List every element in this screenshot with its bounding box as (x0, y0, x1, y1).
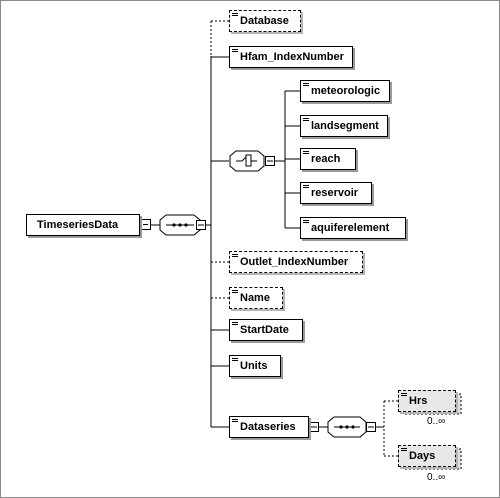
dataseries-sequence-icon[interactable] (327, 416, 367, 438)
document-icon (232, 13, 238, 18)
dataseries-element-label: Dataseries (240, 421, 296, 433)
hfam-index-element-node[interactable]: Hfam_IndexNumber (229, 46, 353, 68)
document-icon (232, 322, 238, 327)
days-cardinality: 0..∞ (427, 472, 446, 483)
landsegment-element-label: landsegment (311, 120, 379, 132)
document-icon (401, 448, 407, 453)
reservoir-element-node[interactable]: reservoir (300, 182, 372, 204)
document-icon (303, 185, 309, 190)
choice-compositor-icon[interactable] (229, 150, 265, 172)
root-collapse-icon[interactable] (140, 219, 151, 230)
dataseries-sequence-collapse-icon[interactable] (366, 422, 376, 432)
hrs-element-label: Hrs (409, 395, 428, 407)
outlet-index-element-label: Outlet_IndexNumber (240, 256, 349, 268)
startdate-element-label: StartDate (240, 324, 289, 336)
dataseries-collapse-icon[interactable] (309, 422, 319, 432)
landsegment-element-node[interactable]: landsegment (300, 115, 388, 137)
document-icon (232, 254, 238, 259)
name-element-node[interactable]: Name (229, 287, 283, 309)
root-element-node[interactable]: TimeseriesData (26, 214, 140, 236)
sequence-collapse-icon[interactable] (196, 220, 206, 230)
aquiferelement-element-node[interactable]: aquiferelement (300, 217, 406, 239)
hrs-element-node[interactable]: Hrs (398, 390, 456, 412)
document-icon (232, 358, 238, 363)
days-element-label: Days (409, 450, 436, 462)
units-element-node[interactable]: Units (229, 355, 281, 377)
reservoir-element-label: reservoir (311, 187, 359, 199)
document-icon (303, 151, 309, 156)
document-icon (232, 49, 238, 54)
outlet-index-element-node[interactable]: Outlet_IndexNumber (229, 251, 363, 273)
meteorologic-element-node[interactable]: meteorologic (300, 80, 390, 102)
startdate-element-node[interactable]: StartDate (229, 319, 303, 341)
aquiferelement-element-label: aquiferelement (311, 222, 390, 234)
hrs-cardinality: 0..∞ (427, 416, 446, 427)
reach-element-label: reach (311, 153, 341, 165)
document-icon (232, 290, 238, 295)
database-element-node[interactable]: Database (229, 10, 301, 32)
units-element-label: Units (240, 360, 268, 372)
dataseries-element-node[interactable]: Dataseries (229, 416, 309, 438)
database-element-label: Database (240, 15, 289, 27)
document-icon (303, 118, 309, 123)
sequence-compositor-icon[interactable] (159, 214, 201, 236)
name-element-label: Name (240, 292, 270, 304)
meteorologic-element-label: meteorologic (311, 85, 381, 97)
choice-collapse-icon[interactable] (265, 156, 275, 166)
hfam-index-element-label: Hfam_IndexNumber (240, 51, 344, 63)
document-icon (303, 220, 309, 225)
document-icon (232, 419, 238, 424)
document-icon (401, 393, 407, 398)
document-icon (303, 83, 309, 88)
root-element-label: TimeseriesData (37, 219, 119, 231)
days-element-node[interactable]: Days (398, 445, 456, 467)
reach-element-node[interactable]: reach (300, 148, 356, 170)
